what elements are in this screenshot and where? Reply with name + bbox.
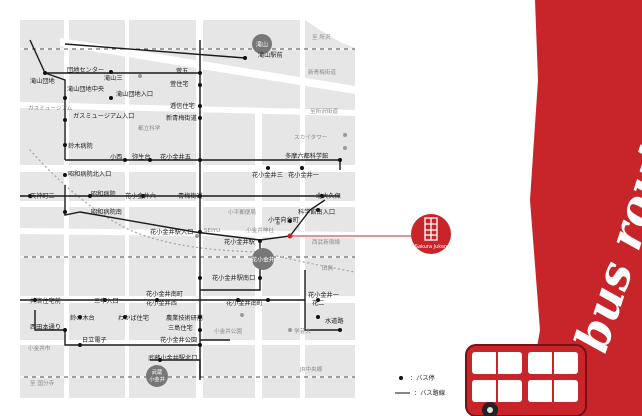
place-labels: 至 所沢 新青梅街道 至所沢街道 ガスミュージアム 都立科学 スカイタワー SE… (28, 33, 340, 387)
legend: ：バス停 ：バス路線 (395, 374, 445, 397)
map-edge (305, 20, 355, 48)
stop-label: 共済住宅前 (30, 297, 61, 305)
stop-label: 花小金井公園 (160, 336, 197, 344)
place-label: 至 所沢 (312, 33, 331, 41)
stop-label: 水道路 (325, 317, 344, 325)
place-label: 至 国分寺 (30, 379, 55, 387)
legend-stop-dot (399, 376, 403, 380)
legend-stop-label: ：バス停 (410, 374, 435, 382)
station-hanakoganei-label: 花小金井 (251, 256, 274, 264)
shop-location-dot (287, 233, 293, 239)
bus-routes (20, 39, 341, 380)
shop-marker[interactable]: Sakura Juken (411, 214, 451, 254)
stop-label: 花小金井駅南口 (212, 274, 255, 282)
stop-label: 逓信住宅 (170, 102, 195, 110)
stop-label: 花小金井南町 (146, 290, 183, 298)
stop-label: 昭和病院 (91, 190, 116, 198)
place-label: 都立科学 (138, 124, 161, 132)
stop-label: 滝山団地中央 (67, 85, 105, 93)
stop-label: 滝山三 (104, 74, 123, 82)
place-label: 小金井神社 (246, 226, 274, 234)
stop-label: 滝山団地入口 (116, 90, 153, 98)
stop-label: 花二 (312, 299, 324, 307)
stop-label: 花小金井一 (288, 171, 319, 179)
stop-label: 弥生台 (132, 153, 151, 161)
stop-label: 武蔵小金井駅北口 (148, 354, 198, 362)
stop-label: 鈴木病院 (68, 142, 93, 150)
stop-label: 三中入口 (94, 297, 119, 305)
stop-label: 新青梅街道 (166, 114, 197, 122)
place-label: SEIYU (204, 228, 220, 234)
stop-label: 花小金井一 (308, 291, 339, 299)
stop-label: 日立電子 (82, 336, 107, 344)
shop-building-icon (424, 217, 438, 241)
stop-label: 昭和病院北入口 (68, 170, 111, 178)
stop-label: 花小金井駅 (224, 238, 255, 246)
stop-labels: 滝山駅前 団地センター 滝山三 滝山団地 滝山団地中央 滝山団地入口 萱五 萱住… (30, 51, 344, 362)
station-musashi-label-top: 武蔵 (152, 368, 163, 376)
stop-label: ガスミュージアム入口 (73, 112, 134, 120)
stop-label: 萱五 (176, 67, 188, 75)
stop-label: 花小金井三 (252, 171, 283, 179)
stop-label: 天神町二 (30, 192, 55, 200)
stop-label: 鈴の木台 (70, 314, 95, 322)
place-label: 新青梅街道 (308, 68, 336, 76)
place-label: 小金井市 (28, 344, 51, 352)
stop-label: 農業技術研前 (166, 314, 203, 322)
place-label: スカイタワー (294, 133, 328, 141)
city-boundary (29, 149, 356, 273)
place-label: 小金井公園 (214, 327, 242, 335)
bus-icon (465, 344, 587, 416)
stop-label: 科学館南入口 (298, 208, 335, 216)
stop-label: 団地センター (67, 66, 104, 74)
stop-label: 北大久保 (316, 192, 342, 200)
place-label: 西武新宿線 (312, 238, 340, 246)
stop-label: 西田本通り (30, 323, 61, 331)
station-musashi-label-bottom: 小金井 (149, 375, 165, 383)
stop-label: 花小金井南町 (226, 299, 263, 307)
stop-label: わかば住宅 (118, 314, 149, 322)
stop-label: 昭和病院南 (91, 208, 122, 216)
station-hanakoganei[interactable]: 花小金井 (251, 248, 275, 270)
stop-label: 花小金井六 (125, 192, 156, 200)
stop-label: 多摩六都科学館 (285, 152, 328, 160)
stop-label: 青梅街道 (178, 192, 203, 200)
railways (20, 48, 355, 378)
stop-label: 花小金井駅入口 (150, 228, 193, 236)
station-takiyama[interactable]: 滝山 (252, 34, 272, 54)
bus-stops (28, 56, 347, 362)
place-label: 学芸大 (294, 327, 311, 335)
place-label: 小平郵便局 (228, 208, 256, 216)
stop-label: 萱住宅 (170, 80, 189, 88)
stop-label: 滝山駅前 (258, 51, 283, 59)
stop-label: 花小金井西 (146, 299, 177, 307)
place-label: JR中央線 (299, 365, 323, 373)
place-label: 田無 (322, 264, 334, 272)
stop-label: 花小金井五 (160, 153, 191, 161)
stop-label: 小西 (110, 153, 122, 161)
stop-label: 滝山団地 (30, 77, 55, 85)
stop-label: 三島住宅 (168, 324, 193, 332)
shop-name-label: Sakura Juken (415, 244, 447, 250)
legend-route-label: ：バス路線 (414, 389, 445, 397)
place-label: 至所沢街道 (310, 107, 338, 115)
station-takiyama-label: 滝山 (256, 41, 268, 49)
stop-label: 小平向台町 (268, 216, 299, 224)
place-label: ガスミュージアム (28, 104, 73, 112)
station-musashikoganei[interactable]: 武蔵 小金井 (146, 365, 168, 387)
brand-panel: bus route (525, 0, 642, 416)
